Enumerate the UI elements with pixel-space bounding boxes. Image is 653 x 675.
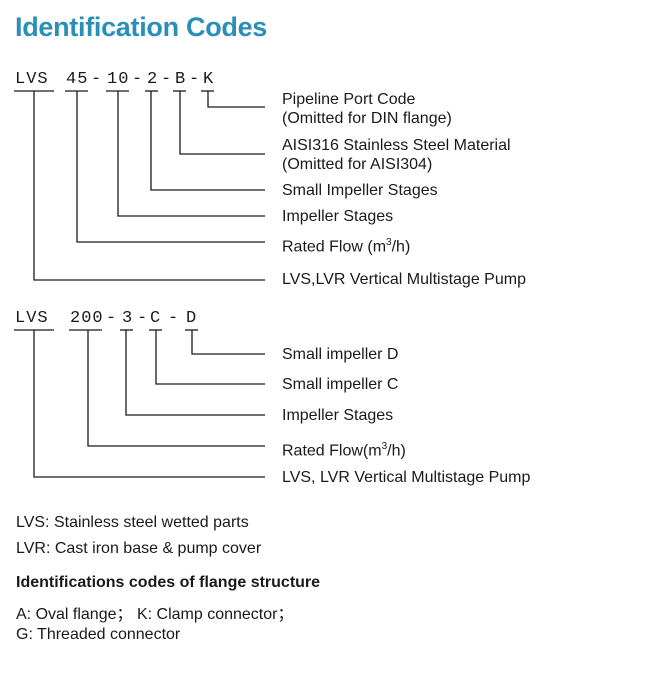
flow-text: Rated Flow (m <box>282 238 387 256</box>
label-material-line2: (Omitted for AISI304) <box>282 156 433 173</box>
leader-small-c <box>155 330 265 385</box>
label-small-stages: Small Impeller Stages <box>282 182 438 199</box>
leader-material <box>179 91 265 155</box>
code-port: K <box>203 70 215 89</box>
code-dash: - <box>168 309 180 328</box>
flow-sup: 3 <box>381 441 388 452</box>
code-material: B <box>175 70 187 89</box>
leader-stages <box>117 91 265 217</box>
label-material-line1: AISI316 Stainless Steel Material <box>282 137 511 154</box>
leader-flow <box>76 91 265 243</box>
code-dash: - <box>106 309 118 328</box>
label-stages: Impeller Stages <box>282 407 394 424</box>
flow-text: Rated Flow(m <box>282 442 382 460</box>
flange-line2: G: Threaded connector <box>16 626 181 643</box>
label-stages: Impeller Stages <box>282 208 394 225</box>
code-dash: - <box>91 70 103 89</box>
flange-line1: A: Oval flange； K: Clamp connector； <box>16 606 294 623</box>
page-title: Identification Codes <box>15 12 268 42</box>
leader-small-d <box>191 330 265 355</box>
code-dash: - <box>137 309 149 328</box>
flange-heading: Identifications codes of flange structur… <box>16 574 321 591</box>
label-small-c: Small impeller C <box>282 376 399 393</box>
code-series: LVS <box>15 70 49 89</box>
code-series: LVS <box>15 309 49 328</box>
code-small-d: D <box>186 309 198 328</box>
note-lvr: LVR: Cast iron base & pump cover <box>16 540 262 557</box>
leader-pump <box>33 91 265 281</box>
label-port-line1: Pipeline Port Code <box>282 91 416 108</box>
leader-small-stages <box>150 91 265 191</box>
flow-unit: /h) <box>391 238 411 256</box>
flow-sup: 3 <box>386 237 392 248</box>
label-rated-flow: Rated Flow (m3/h) <box>282 233 410 256</box>
label-pump: LVS, LVR Vertical Multistage Pump <box>282 469 531 486</box>
leader-stages <box>125 330 265 416</box>
code-dash: - <box>161 70 173 89</box>
code-dash: - <box>189 70 201 89</box>
leader-port <box>207 91 265 108</box>
code-stages: 10 <box>107 70 130 89</box>
code-stages: 3 <box>122 309 134 328</box>
label-rated-flow: Rated Flow(m3/h) <box>282 437 406 460</box>
code-flow: 45 <box>66 70 89 89</box>
label-port-code: Pipeline Port Code (Omitted for DIN flan… <box>282 90 452 128</box>
label-material: AISI316 Stainless Steel Material (Omitte… <box>282 136 511 174</box>
code-dash: - <box>132 70 144 89</box>
label-port-line2: (Omitted for DIN flange) <box>282 110 452 127</box>
label-pump: LVS,LVR Vertical Multistage Pump <box>282 271 526 288</box>
code-flow: 200 <box>70 309 104 328</box>
leader-pump <box>33 330 265 478</box>
code-small-c: C <box>150 309 162 328</box>
note-lvs: LVS: Stainless steel wetted parts <box>16 514 249 531</box>
leader-flow <box>87 330 265 447</box>
code-small-stages: 2 <box>147 70 159 89</box>
flow-unit: /h) <box>387 442 406 460</box>
label-small-d: Small impeller D <box>282 346 399 363</box>
